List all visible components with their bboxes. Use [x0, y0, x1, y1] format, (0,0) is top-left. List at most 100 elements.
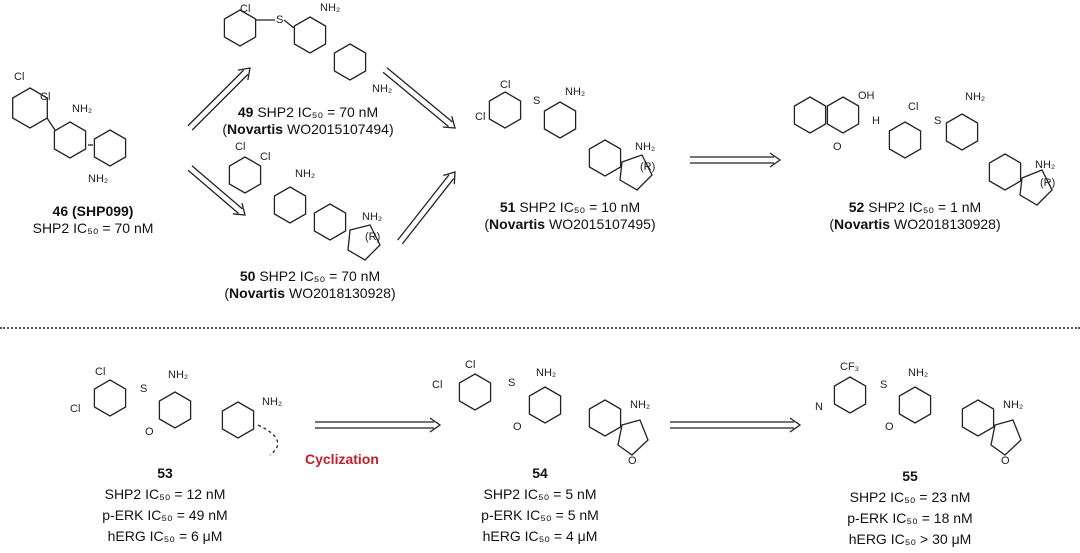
atom-label: NH₂: [168, 369, 188, 381]
ring: [158, 391, 192, 429]
structure-53: Cl Cl S NH₂ O NH₂: [70, 366, 282, 456]
atom-label: NH₂: [565, 86, 585, 98]
arrows: [187, 67, 802, 433]
atom-label: NH₂: [536, 367, 556, 379]
atom-label: O: [833, 141, 842, 153]
arrow-head: [789, 417, 802, 433]
ring: [293, 16, 327, 54]
arrow-head: [237, 67, 251, 81]
cyclization-label: Cyclization: [305, 451, 379, 467]
caption-52: 52 SHP2 IC₅₀ = 1 nM (Novartis WO20181309…: [829, 199, 1001, 232]
atom-label: NH₂: [72, 103, 92, 115]
ring: [898, 386, 932, 424]
atom-label: N: [815, 401, 823, 413]
atom-label: Cl: [235, 141, 245, 153]
structure-46: Cl Cl NH₂ NH₂: [12, 71, 127, 185]
atom-label: OH: [858, 90, 875, 102]
atom-label: Cl: [908, 101, 918, 113]
bond: [617, 419, 649, 456]
bond: [347, 224, 381, 261]
structure-50: Cl Cl NH₂ NH₂ (R): [228, 141, 382, 261]
atom-label: (R): [1040, 177, 1055, 189]
atom-label: Cl: [14, 71, 24, 83]
structure-51: Cl Cl S NH₂ NH₂ (R): [475, 79, 655, 191]
ring: [543, 101, 577, 139]
atom-label: (R): [365, 231, 380, 243]
bond: [990, 419, 1022, 456]
atom-label: NH₂: [295, 168, 315, 180]
arrow-shaft: [187, 169, 239, 214]
bond: [283, 19, 295, 29]
ring: [93, 129, 127, 167]
ring: [793, 96, 827, 134]
arrow-shaft: [386, 67, 453, 123]
atom-label: O: [513, 421, 522, 433]
atom-label: NH₂: [88, 173, 108, 185]
bond: [46, 117, 56, 131]
atom-label: Cl: [95, 366, 105, 378]
ring: [53, 121, 87, 159]
atom-label: S: [140, 383, 147, 395]
atom-label: H: [872, 115, 880, 127]
ring: [488, 91, 522, 129]
atom-label: NH₂: [372, 83, 392, 95]
ring: [458, 373, 492, 411]
ring: [588, 399, 622, 437]
atom-label: NH₂: [1035, 159, 1055, 171]
atom-label: S: [934, 115, 941, 127]
structure-49: Cl S NH₂ NH₂: [223, 2, 392, 95]
caption-49: 49 SHP2 IC₅₀ = 70 nM (Novartis WO2015107…: [222, 104, 394, 137]
bond: [257, 424, 279, 456]
arrow-head: [429, 417, 442, 433]
atom-label: S: [533, 95, 540, 107]
arrow-shaft: [401, 178, 455, 245]
atom-label: NH₂: [908, 367, 928, 379]
atom-label: S: [508, 377, 515, 389]
bond: [1019, 169, 1053, 206]
ring: [961, 399, 995, 437]
bond: [619, 154, 653, 191]
arrow-shaft: [382, 71, 449, 127]
ring: [826, 96, 860, 134]
caption-51: 51 SHP2 IC₅₀ = 10 nM (Novartis WO2015107…: [484, 199, 656, 232]
arrow-shaft: [191, 73, 249, 131]
ring: [273, 186, 307, 224]
atom-label: Cl: [260, 151, 270, 163]
section-divider: [0, 327, 1080, 329]
atom-label: Cl: [432, 379, 442, 391]
ring: [228, 156, 262, 194]
ring: [313, 203, 347, 241]
ring: [12, 87, 48, 129]
atom-label: Cl: [500, 79, 510, 91]
ring: [833, 376, 867, 414]
ring: [988, 153, 1022, 191]
atom-label: NH₂: [1003, 399, 1023, 411]
atom-label: Cl: [70, 403, 80, 415]
caption-55: 55 SHP2 IC₅₀ = 23 nM p-ERK IC₅₀ = 18 nM …: [847, 468, 973, 547]
atom-label: NH₂: [320, 2, 340, 14]
arrow-shaft: [397, 174, 450, 241]
arrow-shaft: [187, 69, 245, 127]
structure-52: OH O H Cl S NH₂ NH₂ (R): [793, 90, 1055, 206]
structure-55: N CF₃ S NH₂ O NH₂ O: [815, 361, 1023, 467]
atom-label: S: [880, 379, 887, 391]
atom-label: (R): [640, 161, 655, 173]
ring: [221, 401, 255, 439]
arrow-shaft: [191, 165, 243, 210]
atom-label: NH₂: [362, 211, 382, 223]
caption-53: 53 SHP2 IC₅₀ = 12 nM p-ERK IC₅₀ = 49 nM …: [102, 465, 228, 544]
caption-50: 50 SHP2 IC₅₀ = 70 nM (Novartis WO2018130…: [224, 268, 396, 301]
atom-label: Cl: [475, 111, 485, 123]
arrow-head: [442, 116, 456, 129]
structure-54: Cl Cl S NH₂ O NH₂ O: [432, 359, 650, 467]
ring: [588, 139, 622, 177]
atom-label: NH₂: [635, 141, 655, 153]
atom-label: O: [145, 426, 154, 438]
ring: [223, 9, 257, 47]
atom-label: Cl: [465, 359, 475, 371]
atom-label: O: [1001, 455, 1010, 467]
atom-label: NH₂: [630, 399, 650, 411]
atom-label: NH₂: [262, 396, 282, 408]
atom-label: O: [885, 421, 894, 433]
